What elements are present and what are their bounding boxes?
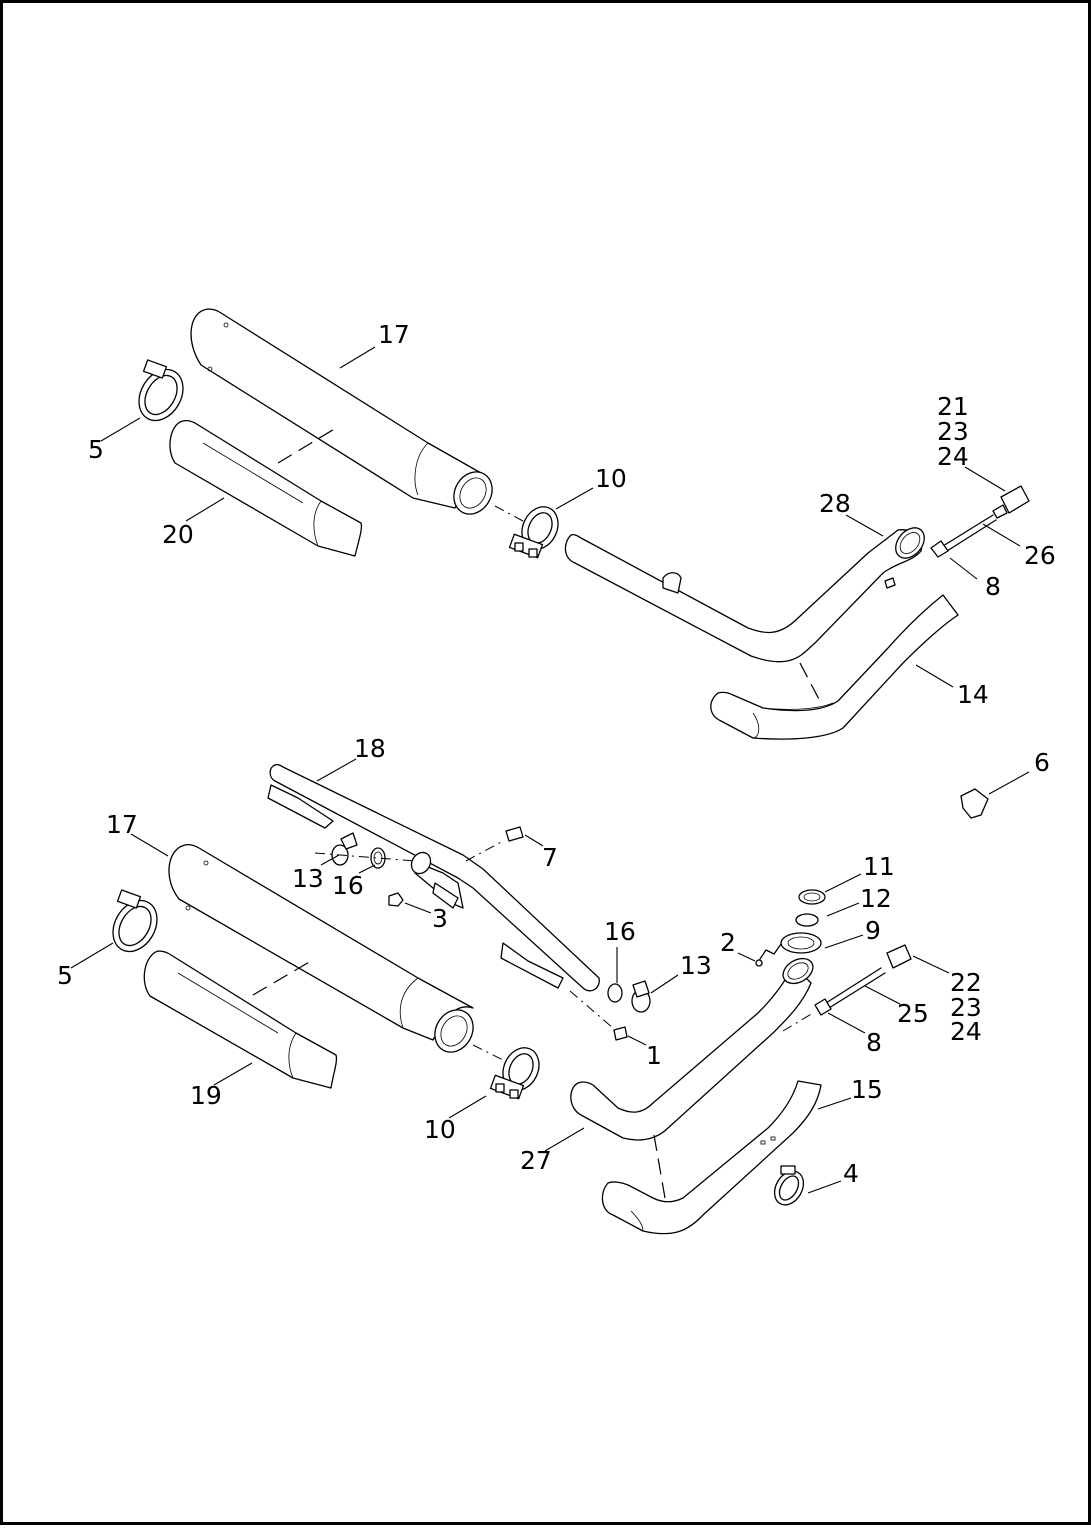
callout-labels: 17 5 20 10 21 23 24 28 26 8 14 18 6 17 7…: [57, 320, 1056, 1188]
callout-20: 20: [162, 520, 194, 549]
bracket-axis-line: [314, 852, 416, 862]
callout-24-upper: 24: [937, 442, 969, 471]
leader-lines: [70, 346, 1030, 1194]
lower-head-pipe: [570, 957, 814, 1141]
callout-13-left: 13: [292, 864, 324, 893]
upper-shield-axis: [799, 662, 822, 704]
bolt-7-axis-line: [465, 840, 504, 862]
retaining-ring-12: [795, 913, 819, 927]
callout-16-left: 16: [332, 871, 364, 900]
grommet-16-right: [607, 983, 623, 1003]
callout-7: 7: [542, 843, 558, 872]
callout-26: 26: [1024, 541, 1056, 570]
callout-17-lower: 17: [106, 810, 138, 839]
heat-shield-clamp: [773, 1165, 805, 1206]
callout-24-lower: 24: [950, 1017, 982, 1046]
callout-5-upper: 5: [88, 435, 104, 464]
lower-flange-clamp: [489, 1047, 540, 1100]
callout-8-upper: 8: [985, 572, 1001, 601]
callout-2: 2: [720, 928, 736, 957]
callout-25: 25: [897, 999, 929, 1028]
callout-23-lower: 23: [950, 993, 982, 1022]
upper-shield-center-line: [277, 427, 337, 464]
bolt-7: [505, 826, 524, 842]
callout-12: 12: [860, 884, 892, 913]
bolt-1-axis-line: [569, 990, 614, 1029]
lower-shield-axis: [653, 1134, 666, 1199]
callout-19: 19: [190, 1081, 222, 1110]
callout-4: 4: [843, 1159, 859, 1188]
lower-hose-clamp: [112, 889, 158, 953]
callout-18: 18: [354, 734, 386, 763]
upper-flange-clamp: [508, 506, 559, 559]
callout-10-upper: 10: [595, 464, 627, 493]
lower-heat-shield: [601, 1080, 822, 1235]
callout-1: 1: [646, 1041, 662, 1070]
upper-muffler: [190, 308, 493, 515]
callout-11: 11: [863, 852, 895, 881]
callout-23-upper: 23: [937, 417, 969, 446]
callout-3: 3: [432, 904, 448, 933]
callout-13-right: 13: [680, 951, 712, 980]
flange-zigzag-line: [759, 943, 782, 960]
upper-axis-line: [494, 505, 524, 522]
grommet-16-left: [370, 847, 386, 869]
muffler-bracket: [267, 763, 600, 992]
gasket-11: [798, 889, 826, 905]
lower-muffler: [168, 843, 474, 1053]
upper-head-pipe: [564, 527, 925, 663]
callout-27: 27: [520, 1146, 552, 1175]
callout-14: 14: [957, 680, 989, 709]
callout-8-lower: 8: [866, 1028, 882, 1057]
exhaust-system-diagram: 17 5 20 10 21 23 24 28 26 8 14 18 6 17 7…: [57, 308, 1056, 1235]
callout-28: 28: [819, 489, 851, 518]
upper-hose-clamp: [138, 359, 184, 422]
callout-15: 15: [851, 1075, 883, 1104]
lower-axis-line: [472, 1044, 504, 1061]
bolt-1: [613, 1026, 628, 1041]
callout-9: 9: [865, 916, 881, 945]
callout-6: 6: [1034, 748, 1050, 777]
upper-oxygen-sensor: [930, 485, 1030, 558]
flange-9: [780, 932, 822, 954]
lower-shield-center-line: [252, 960, 312, 996]
clamp-13-left: [331, 832, 358, 866]
clamp-13-right: [631, 980, 651, 1013]
callout-17-upper: 17: [378, 320, 410, 349]
clip-6: [960, 788, 989, 819]
upper-muffler-shield: [169, 419, 363, 557]
upper-heat-shield: [710, 594, 959, 740]
callout-5-lower: 5: [57, 961, 73, 990]
callout-16-right: 16: [604, 917, 636, 946]
lower-muffler-shield: [143, 950, 338, 1089]
callout-10-lower: 10: [424, 1115, 456, 1144]
stud-2: [755, 959, 763, 967]
callout-22: 22: [950, 968, 982, 997]
sensor-axis-line: [782, 1012, 814, 1032]
lower-oxygen-sensor: [814, 944, 912, 1016]
callout-21: 21: [937, 392, 969, 421]
nut-3: [388, 892, 404, 907]
